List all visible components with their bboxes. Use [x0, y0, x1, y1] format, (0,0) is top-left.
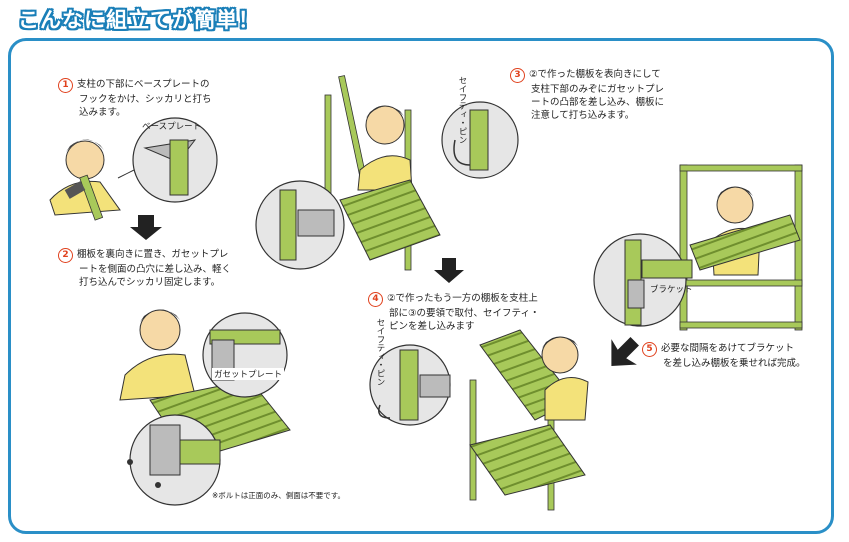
safety-pin-label-1: セイフティ・ピン	[457, 76, 467, 144]
step-1-number: 1	[58, 78, 73, 93]
gusset-plate-label: ガセットプレート	[212, 368, 285, 380]
safety-pin-label-2: セイフティ・ピン	[375, 318, 385, 386]
step2-illustration	[119, 309, 291, 506]
step1-illustration	[49, 117, 218, 221]
step3-illustration	[255, 75, 519, 271]
arrow-diag-3	[611, 337, 639, 367]
step-5-number: 5	[642, 342, 657, 357]
step5-illustration	[593, 164, 803, 331]
bracket-label: ブラケット	[650, 285, 693, 295]
step4-illustration	[369, 329, 589, 511]
base-plate-label: ベースプレート	[142, 122, 202, 132]
bolt-note: ※ボルトは正面のみ、側面は不要です。	[212, 491, 346, 500]
step-2-number: 2	[58, 248, 73, 263]
page-title: こんなに組立てが簡単！	[18, 8, 260, 32]
step-3-number: 3	[510, 68, 525, 83]
step-4-number: 4	[368, 292, 383, 307]
arrow-down-1	[130, 215, 162, 240]
arrow-down-2	[434, 258, 464, 283]
